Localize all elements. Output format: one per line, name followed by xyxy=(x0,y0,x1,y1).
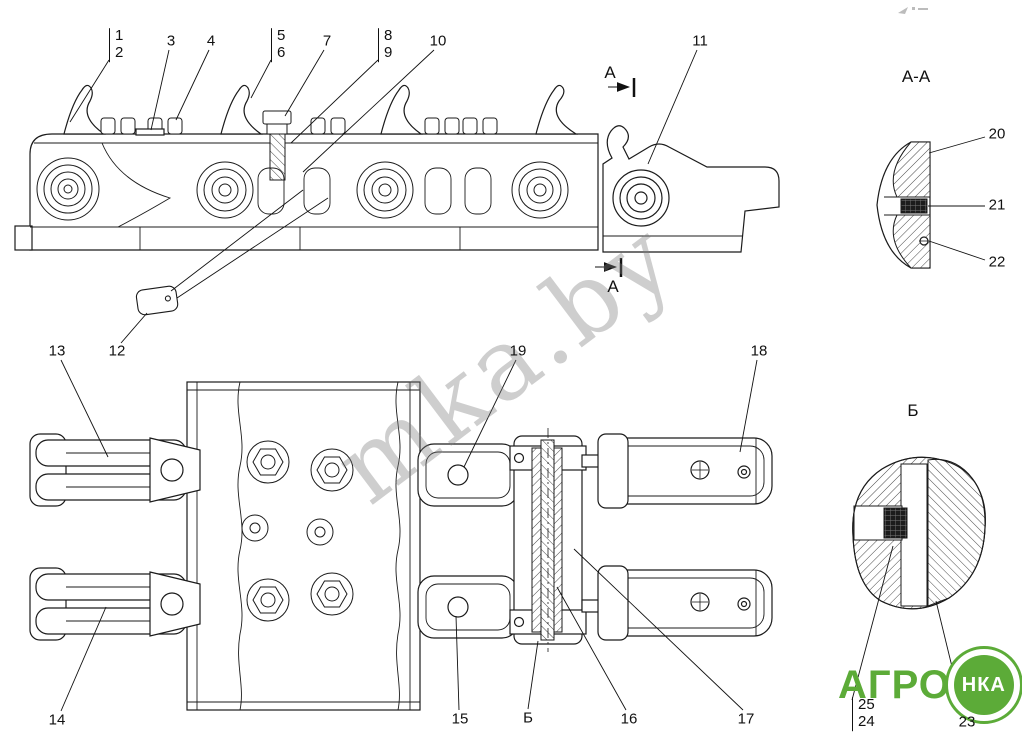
detail-title-b: Б xyxy=(907,401,919,420)
section-aa-view xyxy=(876,141,931,269)
callout-8-9: 8 9 xyxy=(378,27,393,62)
callout-12: 12 xyxy=(108,342,126,360)
callout-19: 19 xyxy=(509,342,527,360)
callout-15: 15 xyxy=(451,710,469,728)
callout-6: 6 xyxy=(277,44,286,61)
callout-b-ref: Б xyxy=(523,709,533,727)
callout-24: 24 xyxy=(858,713,875,730)
callout-25-24: 25 24 xyxy=(852,696,875,731)
callout-14: 14 xyxy=(48,711,66,729)
callout-18: 18 xyxy=(750,342,768,360)
master-bolt xyxy=(262,110,292,181)
agro-nka-logo: АГРО НКА xyxy=(838,646,1022,724)
tooth xyxy=(380,84,423,135)
callout-25: 25 xyxy=(858,696,875,714)
pin-bushing-assembly xyxy=(509,428,587,652)
callout-1: 1 xyxy=(115,27,124,45)
corner-stamp-icon xyxy=(898,7,928,14)
callout-3: 3 xyxy=(166,32,176,50)
callout-9: 9 xyxy=(384,44,393,61)
callout-10: 10 xyxy=(429,32,447,50)
callout-20: 20 xyxy=(988,125,1006,143)
callout-2: 2 xyxy=(115,44,124,61)
plate-hex-bolts xyxy=(241,440,354,622)
view-title-aa: А-А xyxy=(901,67,931,86)
cut-label-a-top: А xyxy=(604,63,616,82)
callout-21: 21 xyxy=(988,196,1006,214)
callout-11: 11 xyxy=(692,32,708,50)
callout-5-6: 5 6 xyxy=(271,27,286,62)
section-cut-marks xyxy=(595,78,636,277)
callout-1-2: 1 2 xyxy=(109,27,124,62)
tooth xyxy=(220,84,263,135)
right-links xyxy=(581,433,773,641)
tooth xyxy=(535,84,579,135)
logo-text-agro: АГРО xyxy=(838,662,951,707)
cut-label-a-bottom: А xyxy=(607,277,619,296)
callout-8: 8 xyxy=(384,27,393,45)
pin-bosses xyxy=(36,157,569,221)
callout-23: 23 xyxy=(958,713,976,731)
middle-links xyxy=(417,443,519,639)
callout-17: 17 xyxy=(737,710,755,728)
seal-part-21 xyxy=(900,198,928,214)
shoe-bolts xyxy=(100,117,498,135)
callout-7: 7 xyxy=(322,32,332,50)
callout-22: 22 xyxy=(988,253,1006,271)
master-link xyxy=(602,125,780,253)
callout-5: 5 xyxy=(277,27,286,45)
callout-13: 13 xyxy=(48,342,66,360)
tooth xyxy=(63,84,106,135)
leader-lines xyxy=(60,49,986,713)
callout-16: 16 xyxy=(620,710,638,728)
shoe-plate xyxy=(186,381,421,711)
logo-emblem-circle: НКА xyxy=(944,646,1022,724)
track-side-view xyxy=(14,84,780,316)
left-links xyxy=(29,433,201,641)
seal-part-24-25 xyxy=(883,507,908,539)
detail-b-view xyxy=(852,456,986,610)
shim-part-3 xyxy=(135,128,165,136)
track-plan-view xyxy=(29,381,773,711)
callout-4: 4 xyxy=(206,32,216,50)
logo-text-nka: НКА xyxy=(953,655,1014,715)
